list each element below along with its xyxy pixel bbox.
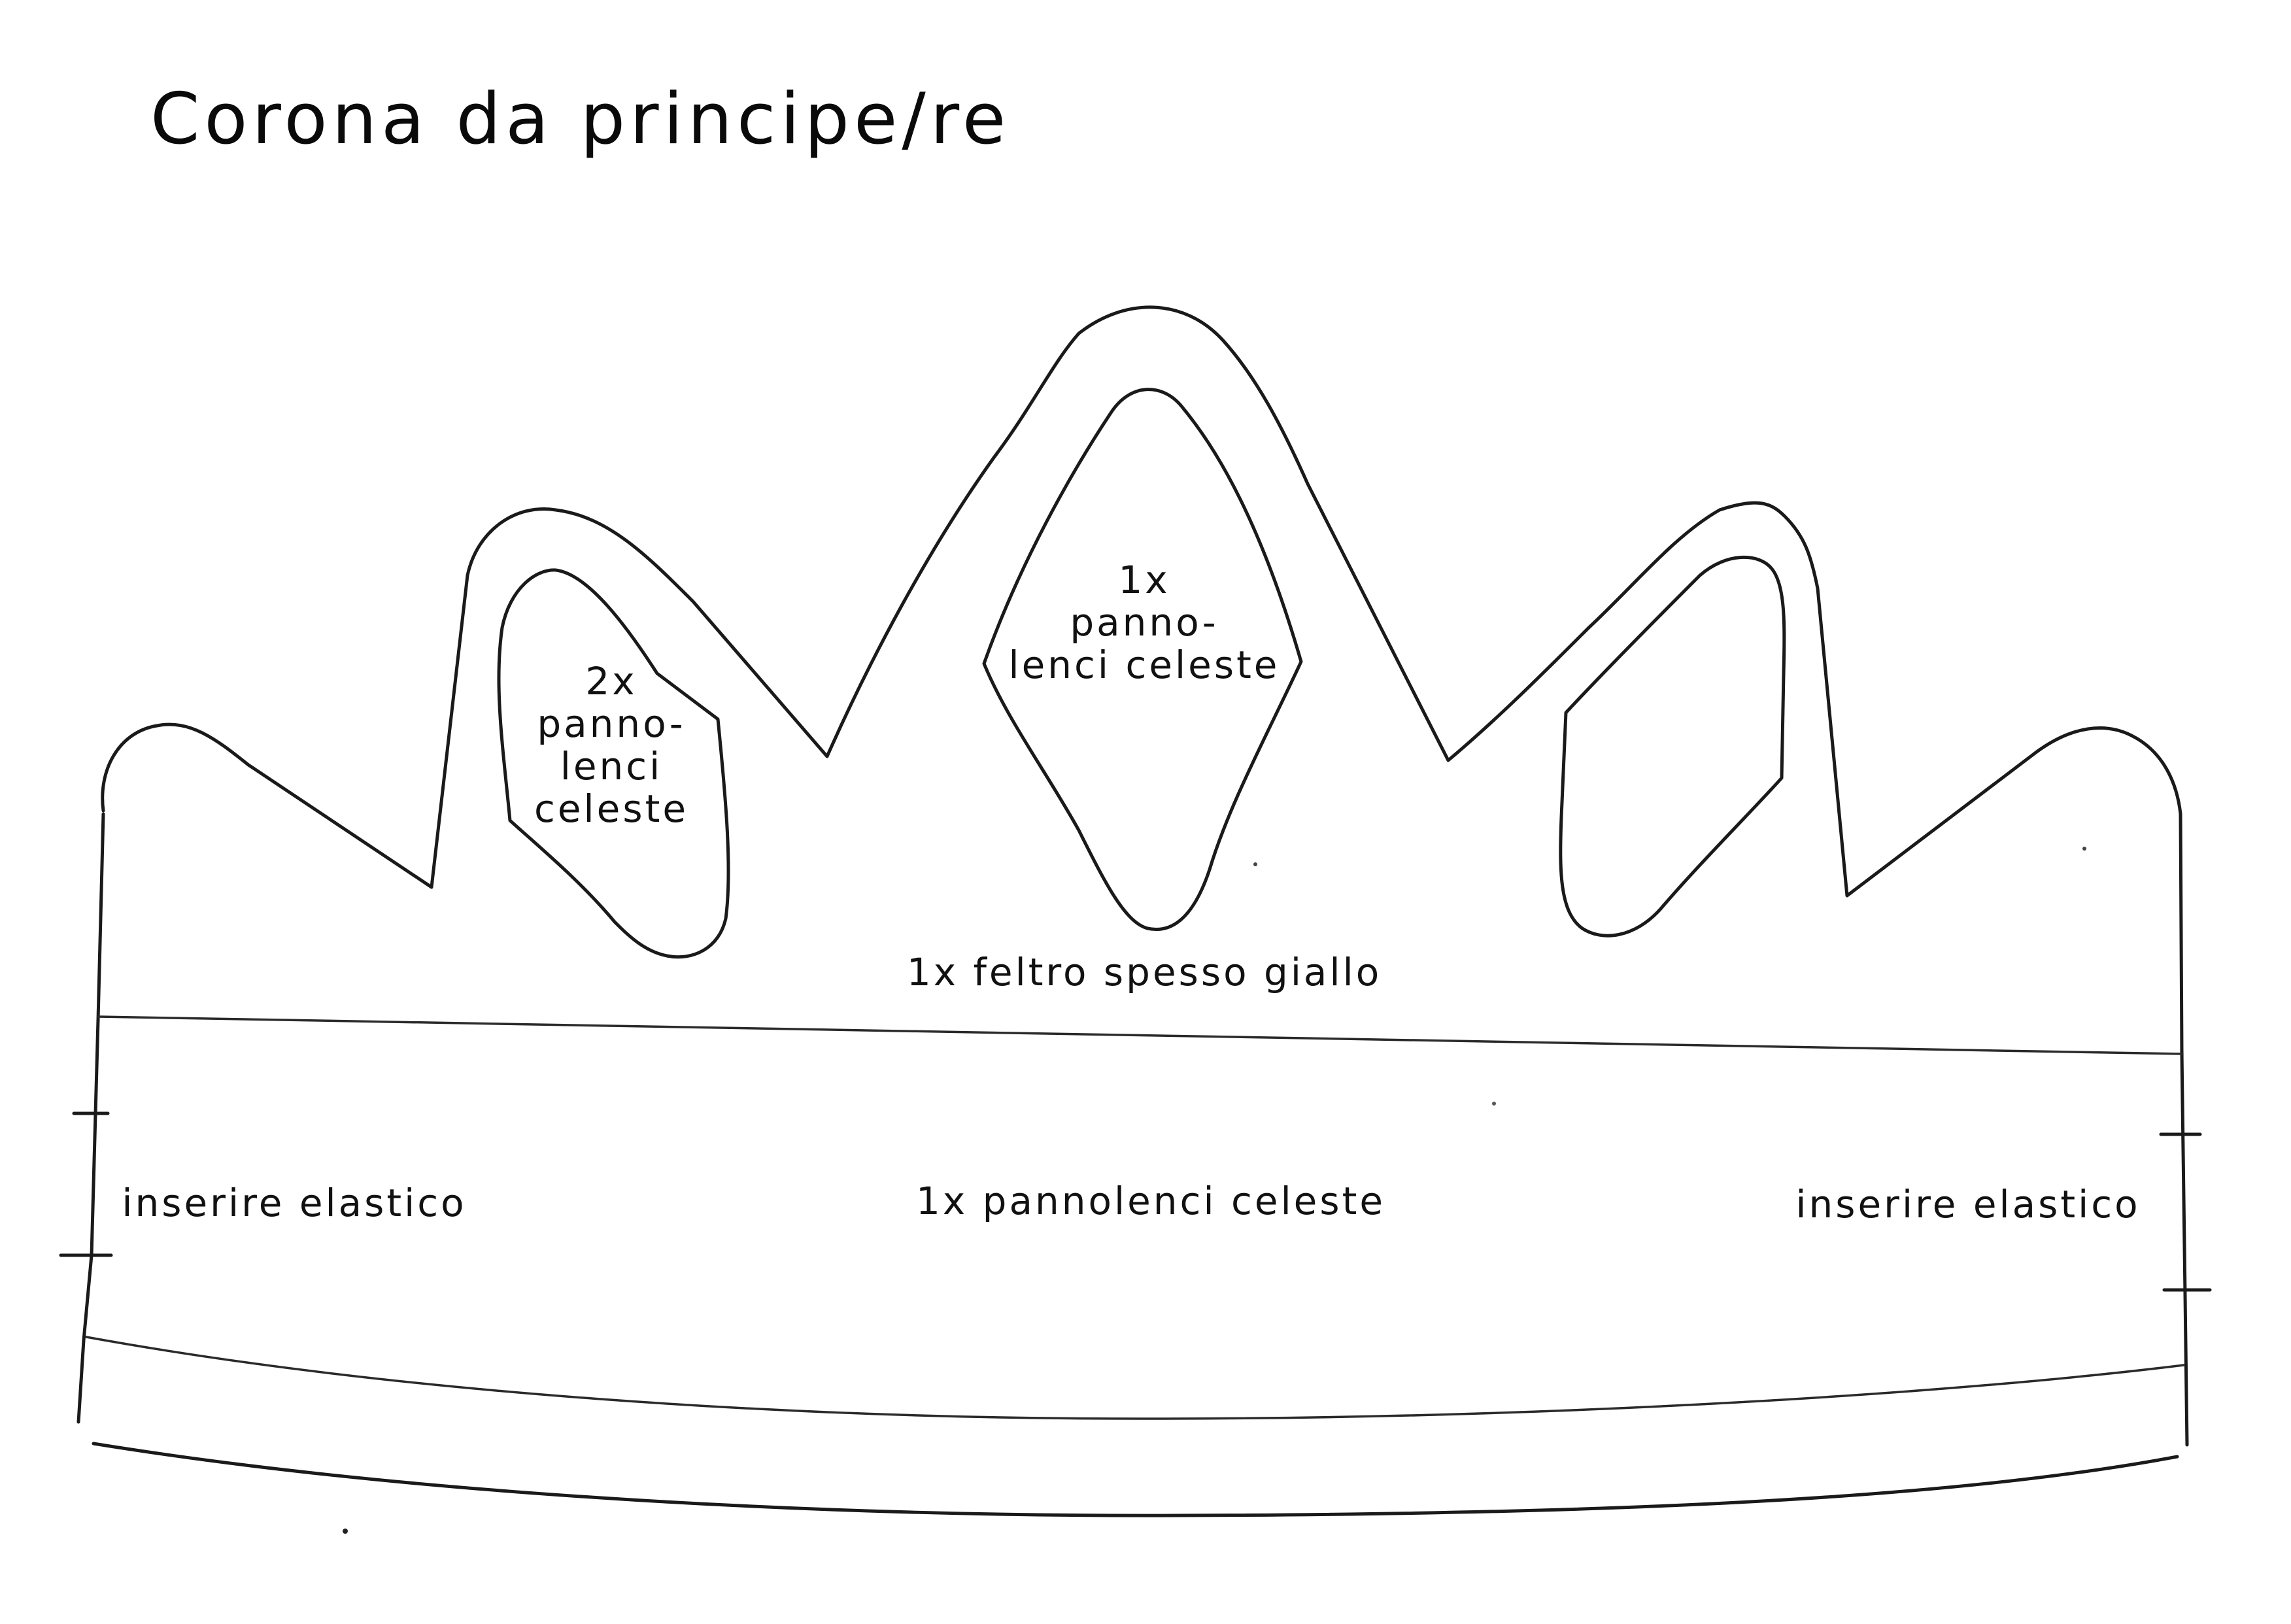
left-jewel-outline [497,568,730,959]
right-edge [2179,812,2189,1447]
left-jewel-label: 2x panno- lenci celeste [534,659,688,831]
right-jewel-outline [1559,555,1786,938]
crown-band-separator [97,1015,2184,1055]
center-jewel-label: 1x panno- lenci celeste [1008,558,1280,687]
speck [343,1529,348,1534]
crown-body-label: 1x feltro spesso giallo [906,950,1382,994]
right-elastic-label: inserire elastico [1795,1182,2141,1226]
crown-outline [101,305,2182,898]
center-jewel-outline [982,388,1303,931]
band-label: 1x pannolenci celeste [915,1179,1386,1223]
left-edge [76,812,105,1424]
band-inner-curve [85,1336,2185,1420]
band-bottom-edge [92,1442,2179,1517]
left-elastic-label: inserire elastico [122,1181,467,1225]
speck [1253,862,1257,866]
speck [2082,847,2086,851]
page-title: Corona da principe/re [150,78,1011,160]
speck [1492,1102,1496,1106]
